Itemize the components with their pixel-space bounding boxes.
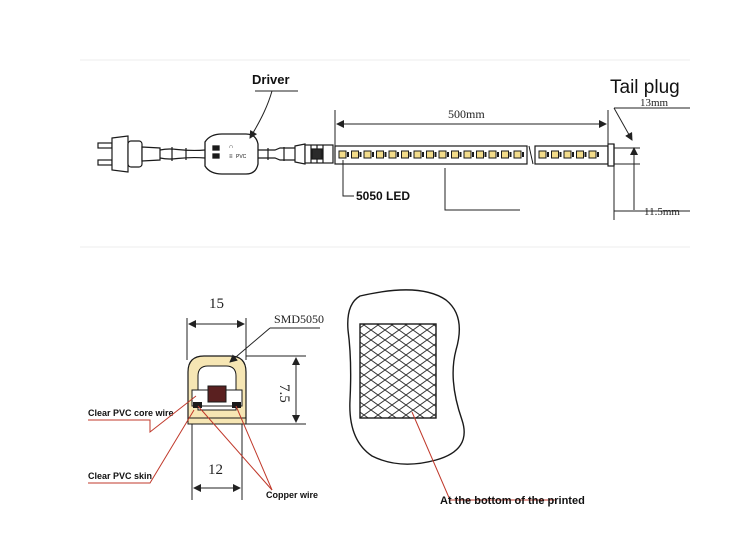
core-wire-leader [88, 395, 197, 434]
copper-leader-2 [235, 405, 273, 491]
led-chip [438, 150, 447, 159]
led-leader-2 [444, 168, 520, 211]
led-chip [338, 150, 347, 159]
led-resistor [447, 152, 449, 157]
tail-dimensions [613, 107, 690, 220]
led-resistor [384, 152, 387, 157]
led-chip [413, 150, 422, 159]
led-resistor [597, 152, 599, 157]
copper-label: Copper wire [266, 490, 318, 500]
driver-label: Driver [252, 72, 290, 87]
driver-leader [250, 90, 298, 138]
output-cable [258, 147, 295, 161]
led-resistor [397, 152, 399, 157]
smd-leader [230, 327, 320, 362]
led-label: 5050 LED [356, 189, 410, 203]
width-bottom-label: 12 [208, 462, 223, 478]
led-resistor [422, 152, 424, 157]
height-dimension [246, 355, 306, 425]
printed-mesh-detail [347, 289, 465, 465]
led-chip [363, 150, 372, 159]
led-resistor [572, 152, 574, 157]
printed-leader [411, 411, 556, 501]
led-resistor [484, 152, 487, 157]
led-chip [538, 150, 547, 159]
smd-label: SMD5050 [274, 312, 324, 326]
width-top-label: 15 [209, 296, 224, 312]
led-resistor [359, 152, 362, 157]
power-plug [97, 135, 161, 173]
driver-mark-3: PVC [236, 154, 247, 160]
driver-mark-1: ∩ [229, 144, 233, 150]
led-chips-segment-1 [338, 150, 524, 159]
led-chip [463, 150, 472, 159]
led-resistor [497, 152, 499, 157]
led-chip [563, 150, 572, 159]
driver-mark-2: ≡ [229, 154, 233, 160]
led-chip [476, 150, 484, 159]
strip-connector [294, 143, 334, 165]
led-chips-segment-2 [538, 150, 599, 159]
led-chip [488, 150, 497, 159]
length-dimension [334, 110, 609, 146]
cross-section-profile [187, 355, 247, 425]
led-resistor [372, 152, 374, 157]
skin-label: Clear PVC skin [88, 471, 152, 481]
copper-leader-1 [197, 405, 273, 491]
led-resistor [584, 152, 587, 157]
length-label: 500mm [448, 107, 485, 121]
led-chip [426, 150, 434, 159]
led-chip [513, 150, 522, 159]
width-dimension-bottom [191, 424, 243, 500]
led-chip [576, 150, 584, 159]
led-chip [501, 150, 509, 159]
core-wire-label: Clear PVC core wire [88, 408, 174, 418]
led-chip [451, 150, 459, 159]
led-resistor [547, 152, 549, 157]
tail-plug [607, 143, 615, 167]
led-chip [351, 150, 359, 159]
width-dimension-top [186, 318, 247, 360]
led-chip [588, 150, 597, 159]
led-chip [551, 150, 559, 159]
height-label: 7.5 [276, 384, 292, 403]
led-chip [401, 150, 409, 159]
led-chip [376, 150, 384, 159]
tail-plug-label: Tail plug [610, 77, 680, 98]
led-resistor [522, 152, 524, 157]
led-resistor [509, 152, 512, 157]
printed-label: At the bottom of the printed [440, 495, 585, 507]
skin-leader [88, 409, 195, 484]
led-resistor [559, 152, 562, 157]
power-cable [159, 147, 206, 161]
led-resistor [409, 152, 412, 157]
dim-13mm-label: 13mm [640, 97, 669, 109]
led-chip [388, 150, 397, 159]
led-resistor [472, 152, 474, 157]
dim-11-5mm-label: 11.5mm [644, 206, 680, 218]
led-resistor [459, 152, 462, 157]
led-leader [342, 160, 354, 197]
led-resistor [434, 152, 437, 157]
led-resistor [347, 152, 349, 157]
